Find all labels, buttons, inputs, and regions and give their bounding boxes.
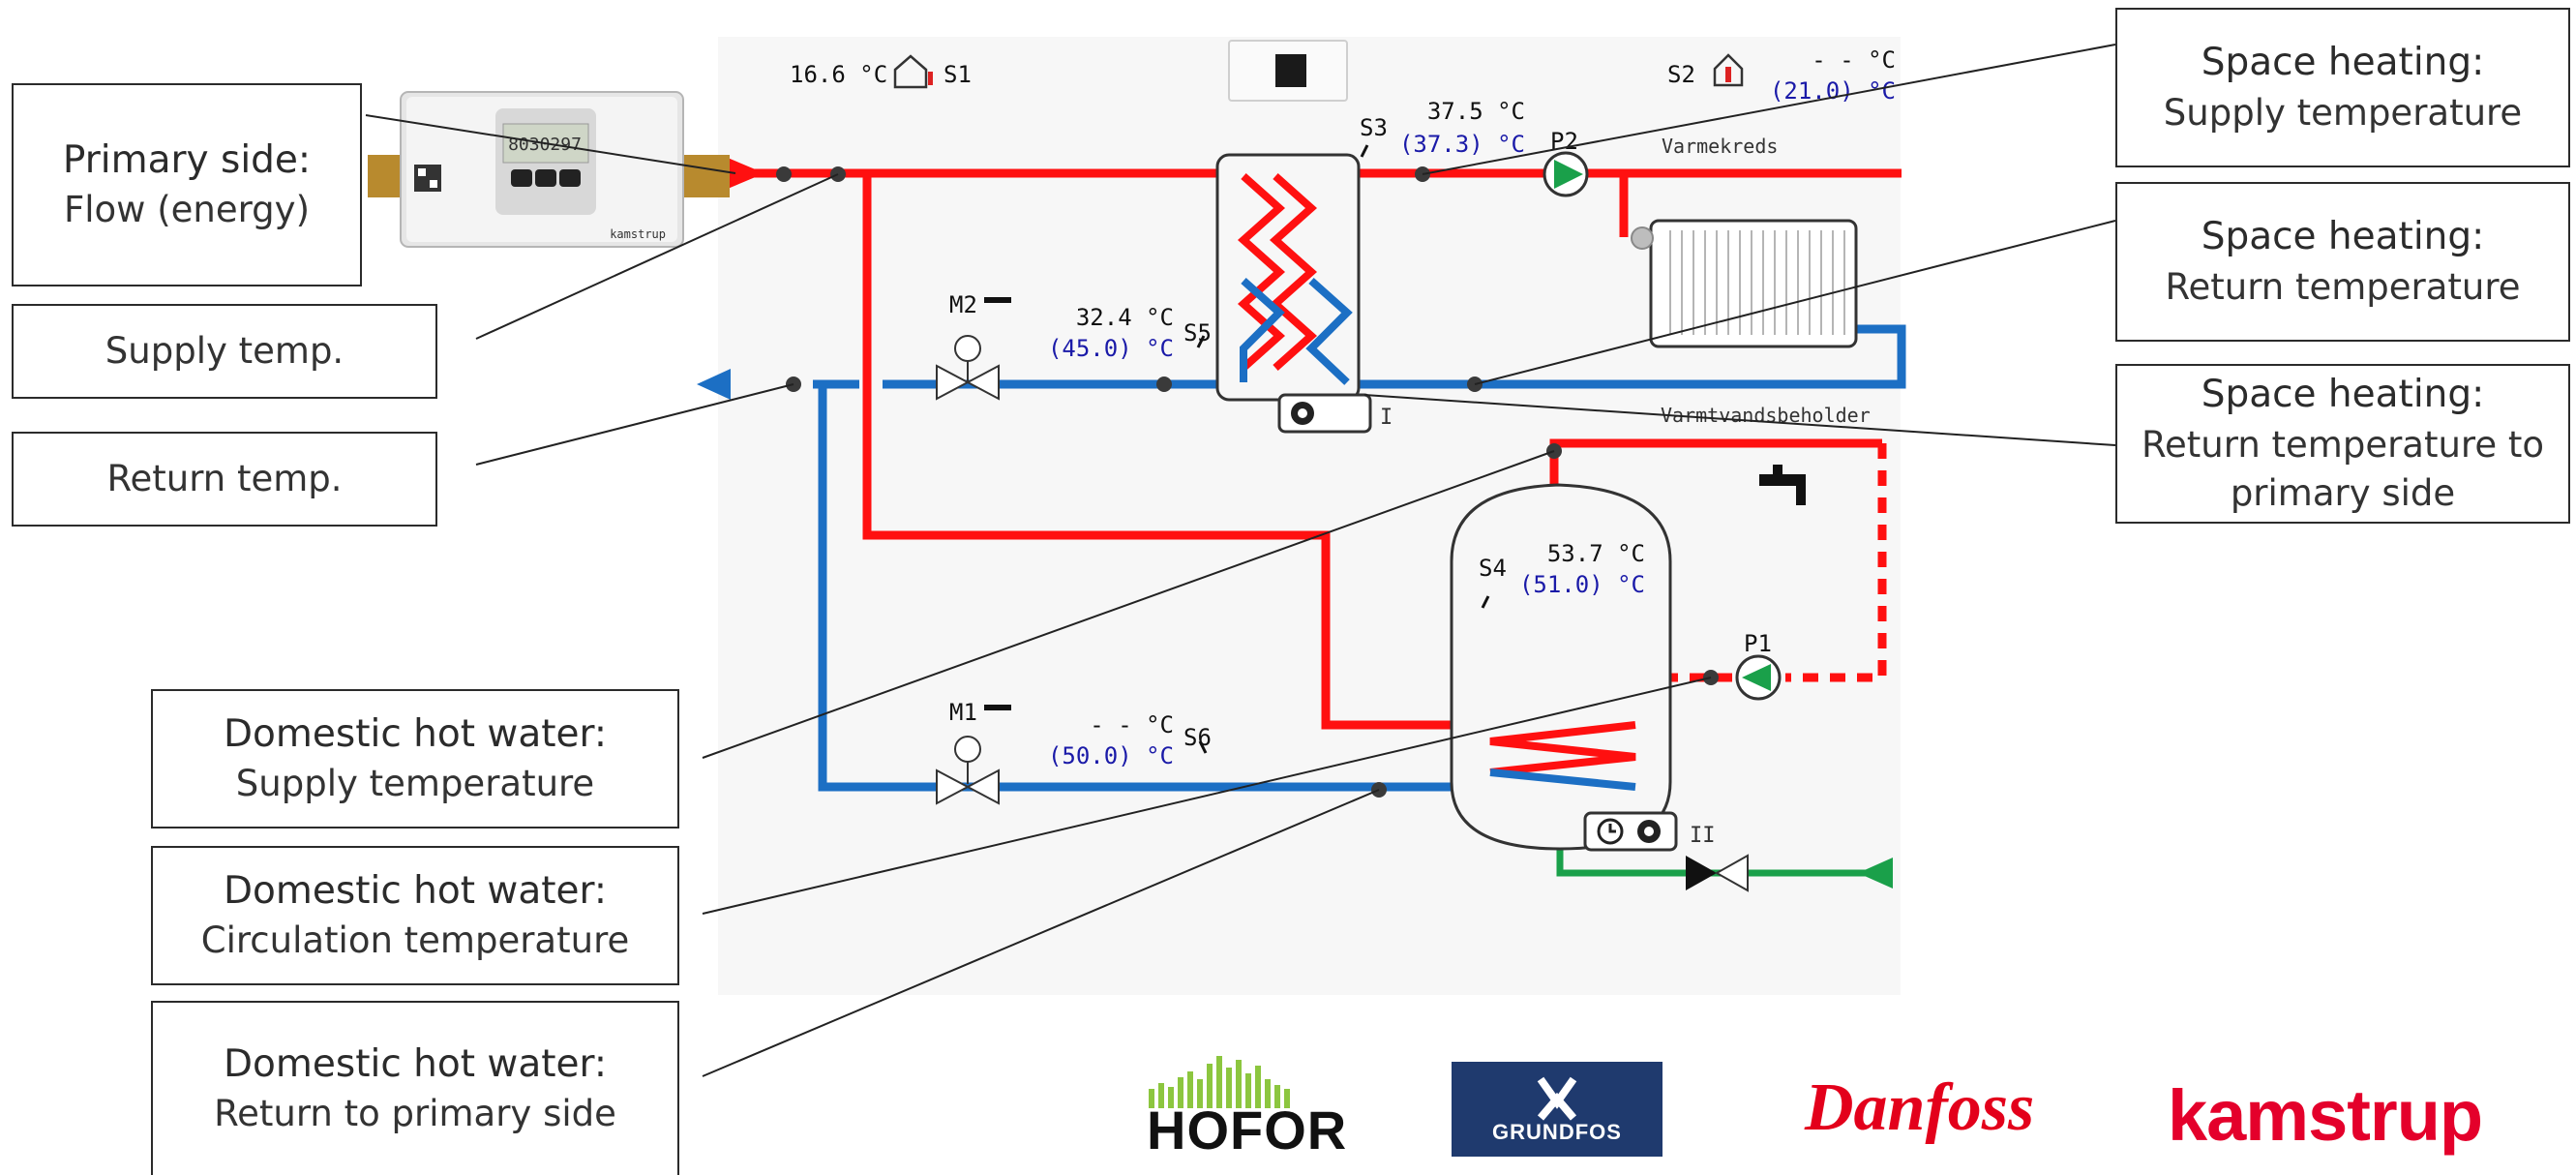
view-toggle[interactable] [1229,41,1347,101]
callout-subtitle: Return to primary side [214,1090,616,1138]
callout-subtitle: Supply temperature [2164,89,2522,137]
gear-icon [1291,402,1314,425]
callout-title: Space heating: [2202,38,2485,89]
callout-subtitle: Supply temperature [236,760,594,808]
callout-title: Space heating: [2202,212,2485,263]
callout-dhw-circulation: Domestic hot water: Circulation temperat… [151,846,679,985]
controller-circuit-ii[interactable] [1585,813,1676,850]
p2-label: P2 [1550,128,1578,155]
callout-title: Primary side: [63,136,311,187]
callout-supply-temp: Supply temp. [12,304,437,399]
kamstrup-logo: kamstrup [2168,1074,2482,1157]
callout-subtitle: Circulation temperature [201,917,629,965]
pump-p2-icon[interactable] [1544,153,1587,196]
s3-value: 37.5 °C [1427,98,1525,125]
callout-space-heating-return-primary: Space heating: Return temperature to pri… [2115,364,2570,524]
callout-subtitle: Flow (energy) [64,186,310,234]
gear-icon [1637,820,1661,843]
callout-title: Domestic hot water: [224,866,607,918]
hofor-logo: HOFOR [1147,1050,1311,1161]
s2-value: - - °C [1812,46,1896,74]
s5-label: S5 [1183,319,1212,346]
heat-exchanger[interactable] [1217,155,1359,400]
callout-space-heating-supply: Space heating: Supply temperature [2115,8,2570,167]
callout-title: Domestic hot water: [224,1039,607,1091]
s6-value: - - °C [1090,711,1174,738]
pump-p1-icon[interactable] [1737,656,1780,699]
callout-subtitle: Return temperature to primary side [2117,421,2568,518]
callout-title: Domestic hot water: [224,709,607,761]
m2-label: M2 [949,291,977,318]
m1-label: M1 [949,699,977,726]
clock-icon [1599,820,1622,843]
s2-setpoint: (21.0) °C [1770,77,1896,105]
callout-return-temp: Return temp. [12,432,437,527]
s6-label: S6 [1183,724,1212,751]
s5-setpoint: (45.0) °C [1048,335,1174,362]
s1-value: 16.6 °C [790,61,887,88]
hofor-wordmark: HOFOR [1147,1099,1347,1161]
s3-label: S3 [1360,114,1388,141]
s4-setpoint: (51.0) °C [1519,571,1645,598]
callout-primary-flow: Primary side: Flow (energy) [12,83,362,286]
circuit-heating-label: Varmekreds [1662,135,1778,158]
circuit-i-label: I [1380,406,1393,430]
p1-label: P1 [1744,630,1772,657]
callout-title: Space heating: [2202,370,2485,421]
s6-setpoint: (50.0) °C [1048,742,1174,769]
callout-space-heating-return: Space heating: Return temperature [2115,182,2570,342]
callout-subtitle: Return temp. [106,455,342,503]
heat-meter-icon: 8030297 kamstrup [368,92,730,247]
callout-dhw-return-primary: Domestic hot water: Return to primary si… [151,1001,679,1175]
s1-label: S1 [944,61,972,88]
primary-return-arrow [697,369,731,400]
circuit-ii-label: II [1690,824,1716,848]
grundfos-wordmark: GRUNDFOS [1452,1120,1662,1145]
meter-display: 8030297 [508,135,582,155]
danfoss-logo: Danfoss [1805,1070,2034,1147]
grundfos-mark-icon [1452,1070,1662,1128]
s5-value: 32.4 °C [1076,304,1174,331]
grundfos-logo: GRUNDFOS [1452,1062,1662,1157]
callout-dhw-supply: Domestic hot water: Supply temperature [151,689,679,829]
s3-setpoint: (37.3) °C [1399,131,1525,158]
controller-circuit-i[interactable] [1279,395,1370,432]
s2-label: S2 [1667,61,1695,88]
s4-label: S4 [1479,555,1507,582]
callout-subtitle: Return temperature [2165,263,2520,312]
meter-brand: kamstrup [610,227,666,241]
callout-subtitle: Supply temp. [105,327,344,376]
circuit-dhw-label: Varmtvandsbeholder [1661,404,1871,427]
radiator-icon[interactable] [1632,221,1856,346]
s4-value: 53.7 °C [1547,540,1645,567]
